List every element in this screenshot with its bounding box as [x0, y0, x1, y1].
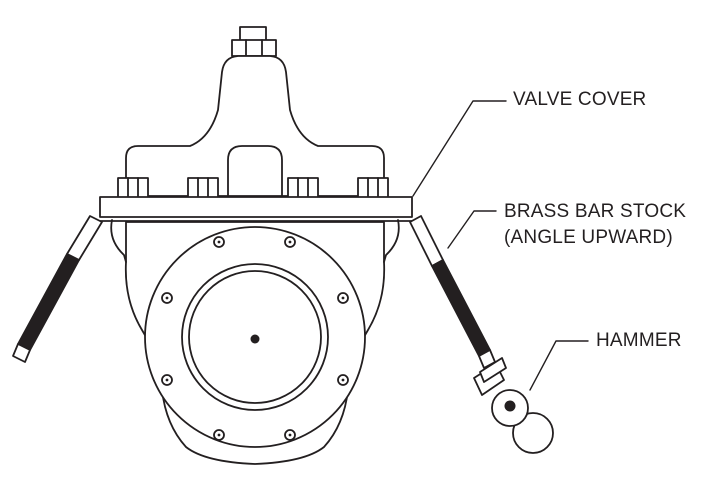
- leader-hammer: [529, 340, 589, 391]
- inner-flange: [188, 270, 322, 404]
- top-nut: [231, 26, 277, 57]
- label-brass-bar-stock: BRASS BAR STOCK: [504, 201, 687, 222]
- cover-dome: [125, 55, 385, 197]
- brass-bar-right: [409, 215, 496, 369]
- cover-rib: [227, 145, 283, 197]
- cover-bolt: [117, 177, 149, 199]
- cover-bolt: [357, 177, 389, 199]
- label-hammer: HAMMER: [596, 330, 682, 351]
- cover-bolt: [187, 177, 219, 199]
- body-flange-right: [383, 219, 400, 263]
- leader-brass-bar: [447, 210, 497, 249]
- brass-bar-left: [12, 215, 103, 363]
- bolt-holes: [161, 236, 349, 441]
- label-angle-upward: (ANGLE UPWARD): [504, 227, 673, 248]
- cover-bolt: [287, 177, 319, 199]
- center-point: [250, 334, 260, 344]
- hammer: [473, 357, 554, 454]
- label-valve-cover: VALVE COVER: [513, 89, 647, 110]
- body-flange-left: [110, 219, 127, 263]
- leader-valve-cover: [412, 100, 507, 197]
- middle-flange: [181, 263, 329, 411]
- cover-plate: [99, 196, 413, 218]
